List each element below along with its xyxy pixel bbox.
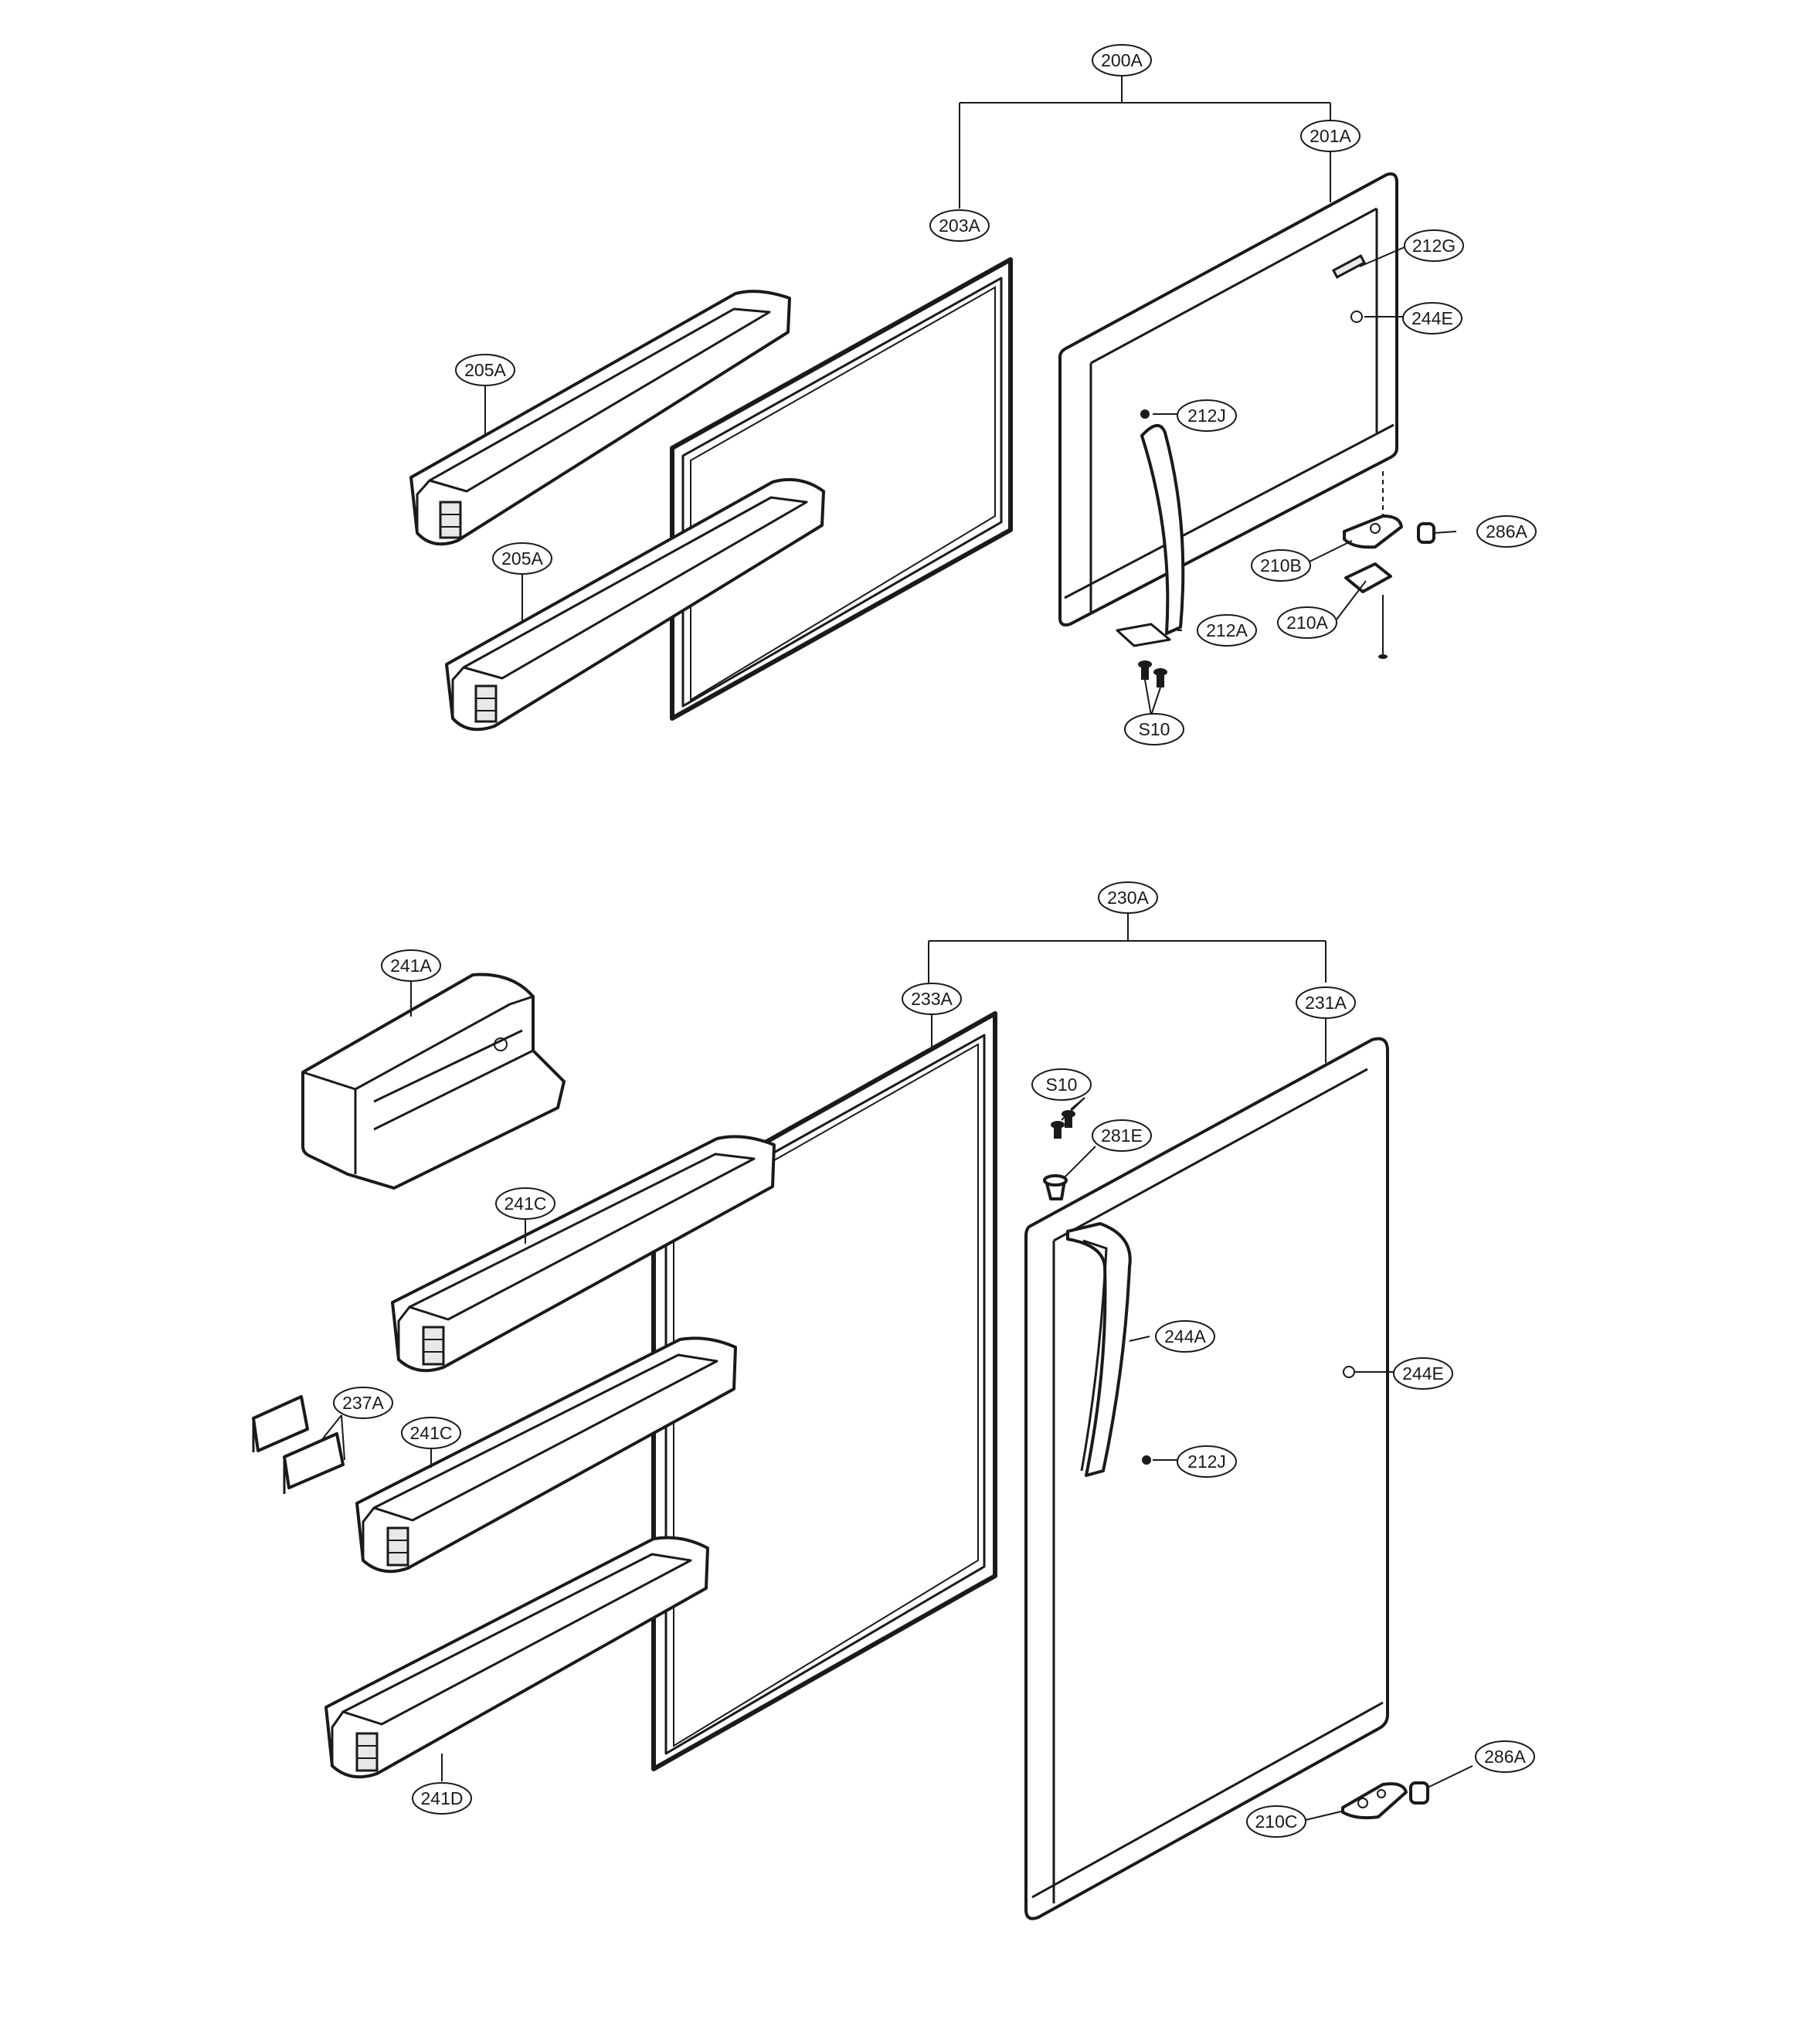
callout-233a: 233A (902, 983, 962, 1015)
label-201a: 201A (1310, 126, 1351, 146)
bottle-guards (252, 1395, 345, 1494)
label-281e: 281E (1101, 1126, 1143, 1146)
callout-237a: 237A (333, 1387, 393, 1419)
callout-286a-bottom: 286A (1475, 1740, 1535, 1773)
label-212a: 212A (1206, 620, 1248, 640)
label-210a: 210A (1286, 613, 1328, 633)
freezer-door (1058, 172, 1435, 688)
callout-210c: 210C (1246, 1805, 1306, 1838)
callout-205a-top: 205A (455, 354, 515, 386)
label-205a-top: 205A (464, 360, 506, 380)
fridge-hinge-shape (1341, 1782, 1408, 1820)
callout-241c-mid: 241C (401, 1417, 461, 1449)
label-200a: 200A (1101, 50, 1143, 70)
callout-212a: 212A (1197, 614, 1257, 647)
fridge-cap-shape (1343, 1366, 1355, 1378)
label-244e-top: 244E (1411, 308, 1453, 328)
label-233a: 233A (911, 989, 953, 1009)
callout-231a: 231A (1296, 986, 1356, 1019)
freezer-screw-cover-shape (1140, 409, 1150, 419)
callout-230a: 230A (1098, 881, 1158, 914)
callout-244e-bottom: 244E (1393, 1357, 1453, 1390)
fridge-door (1024, 1037, 1429, 1920)
callout-210b: 210B (1251, 549, 1311, 582)
callout-212g: 212G (1404, 229, 1464, 262)
label-241d: 241D (421, 1788, 464, 1808)
label-241c-top: 241C (504, 1193, 547, 1214)
label-230a: 230A (1107, 888, 1149, 908)
freezer-leaders (484, 150, 1457, 716)
freezer-bushing-shape (1417, 522, 1435, 544)
label-210c: 210C (1255, 1811, 1298, 1832)
label-241a: 241A (390, 956, 432, 976)
label-s10-bottom: S10 (1046, 1075, 1078, 1095)
label-244a: 244A (1164, 1326, 1206, 1346)
label-203a: 203A (939, 216, 980, 236)
label-205a-bottom: 205A (501, 548, 543, 569)
callout-212j-top: 212J (1177, 399, 1237, 432)
fridge-basket-top (391, 1135, 776, 1373)
label-286a-bottom: 286A (1484, 1747, 1526, 1767)
callout-244e-top: 244E (1402, 302, 1462, 334)
callout-281e: 281E (1092, 1119, 1152, 1152)
fridge-screw-cover-shape (1142, 1455, 1151, 1465)
label-210b: 210B (1260, 555, 1302, 576)
callout-200a: 200A (1092, 44, 1152, 76)
label-231a: 231A (1305, 993, 1347, 1013)
callout-s10-top: S10 (1124, 713, 1184, 745)
callout-s10-bottom: S10 (1031, 1068, 1092, 1101)
fridge-assembly-bracket (928, 912, 1327, 983)
freezer-gasket (670, 257, 1013, 721)
callout-201a: 201A (1300, 120, 1360, 152)
fridge-leaders (322, 981, 1473, 1821)
callout-244a: 244A (1155, 1320, 1215, 1353)
callout-205a-bottom: 205A (492, 542, 552, 575)
callout-241d: 241D (412, 1782, 472, 1815)
label-212j-bottom: 212J (1187, 1452, 1226, 1472)
label-s10-top: S10 (1139, 719, 1170, 739)
freezer-basket-bottom (445, 477, 825, 732)
fridge-bushing-shape (1409, 1781, 1429, 1805)
callout-241a: 241A (381, 949, 441, 982)
callout-210a: 210A (1277, 606, 1337, 639)
label-237a: 237A (342, 1393, 384, 1413)
freezer-handle-shape (1140, 424, 1185, 635)
label-212j-top: 212J (1187, 406, 1226, 426)
label-286a-top: 286A (1486, 521, 1527, 542)
freezer-basket-top (409, 290, 791, 546)
callout-241c-top: 241C (495, 1187, 555, 1220)
freezer-cap-shape (1350, 311, 1363, 323)
fridge-basket-bottom (324, 1536, 709, 1779)
fridge-basket-mid (355, 1336, 737, 1574)
label-244e-bottom: 244E (1402, 1363, 1444, 1384)
callout-212j-bottom: 212J (1177, 1445, 1237, 1478)
freezer-logo-shape (1331, 254, 1367, 279)
freezer-screw-shapes (1138, 660, 1167, 688)
freezer-hinge-plate-shape (1344, 562, 1392, 593)
callout-286a-top: 286A (1476, 515, 1537, 548)
fridge-screw-shapes (1051, 1110, 1075, 1139)
freezer-assembly-bracket (959, 76, 1331, 209)
dairy-bin (301, 973, 566, 1190)
label-241c-mid: 241C (410, 1423, 453, 1443)
label-212g: 212G (1412, 236, 1456, 256)
callout-203a: 203A (929, 209, 990, 242)
